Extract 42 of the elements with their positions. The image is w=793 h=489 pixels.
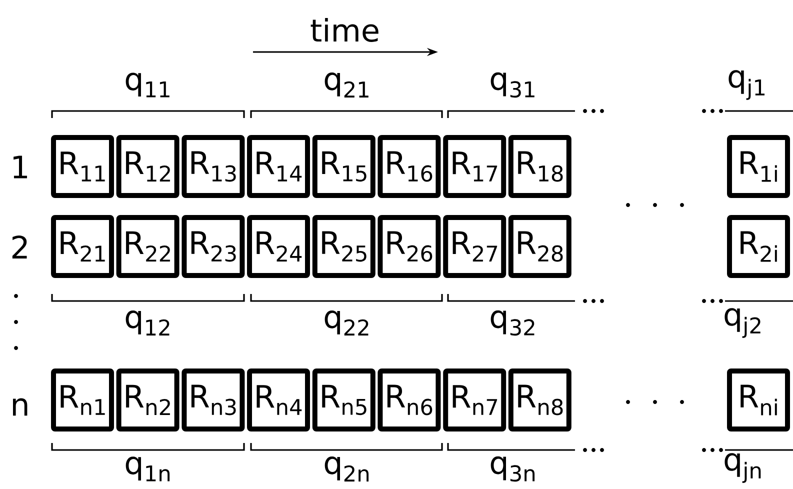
bracket-label: q$_{31}$ xyxy=(490,72,534,98)
cell-box: R$_{17}$ xyxy=(443,135,506,198)
bracket-label: q$_{3n}$ xyxy=(490,456,535,482)
cell-box: R$_{16}$ xyxy=(378,135,441,198)
cell-box: R$_{n8}$ xyxy=(508,368,572,432)
cell-box: R$_{12}$ xyxy=(116,135,180,198)
cell-box: R$_{n7}$ xyxy=(443,368,506,432)
cell-box: R$_{13}$ xyxy=(182,135,245,198)
cell-box: R$_{n3}$ xyxy=(182,368,245,432)
cell-box: R$_{14}$ xyxy=(247,135,310,198)
cell-box: R$_{24}$ xyxy=(247,215,310,278)
bracket-label: q$_{22}$ xyxy=(324,310,368,336)
bracket-label: q$_{j1}$ xyxy=(728,70,764,100)
bracket-label: q$_{12}$ xyxy=(126,310,170,336)
axis-label: time xyxy=(310,18,378,42)
bracket-label: q$_{21}$ xyxy=(324,72,368,98)
cell-box: R$_{11}$ xyxy=(51,135,114,198)
cell-box: R$_{25}$ xyxy=(312,215,376,278)
cell-box: R$_{28}$ xyxy=(508,215,572,278)
cell-box: R$_{n2}$ xyxy=(116,368,180,432)
bracket-label: q$_{1n}$ xyxy=(126,456,170,482)
cell-box: R$_{26}$ xyxy=(378,215,441,278)
row-label: 2 xyxy=(12,236,27,258)
cell-box: R$_{27}$ xyxy=(443,215,506,278)
bracket-label: q$_{11}$ xyxy=(126,72,170,98)
cell-box: R$_{n1}$ xyxy=(51,368,114,432)
cell-box: R$_{22}$ xyxy=(116,215,180,278)
bracket-label: q$_{j2}$ xyxy=(724,308,760,338)
cell-box: R$_{23}$ xyxy=(182,215,245,278)
cell-box: R$_{n5}$ xyxy=(312,368,376,432)
cell-box: R$_{2i}$ xyxy=(727,215,790,278)
bracket-label: q$_{32}$ xyxy=(490,310,534,336)
row-label: 1 xyxy=(14,156,27,178)
cell-box: R$_{n6}$ xyxy=(378,368,441,432)
cell-box: R$_{n4}$ xyxy=(247,368,310,432)
cell-box: R$_{15}$ xyxy=(312,135,376,198)
cell-box: R$_{1i}$ xyxy=(727,135,790,198)
bracket-label: q$_{2n}$ xyxy=(324,456,369,482)
row-label: n xyxy=(13,398,28,416)
cell-box: R$_{18}$ xyxy=(508,135,572,198)
cell-box: R$_{21}$ xyxy=(51,215,114,278)
cell-box: R$_{ni}$ xyxy=(727,368,790,432)
